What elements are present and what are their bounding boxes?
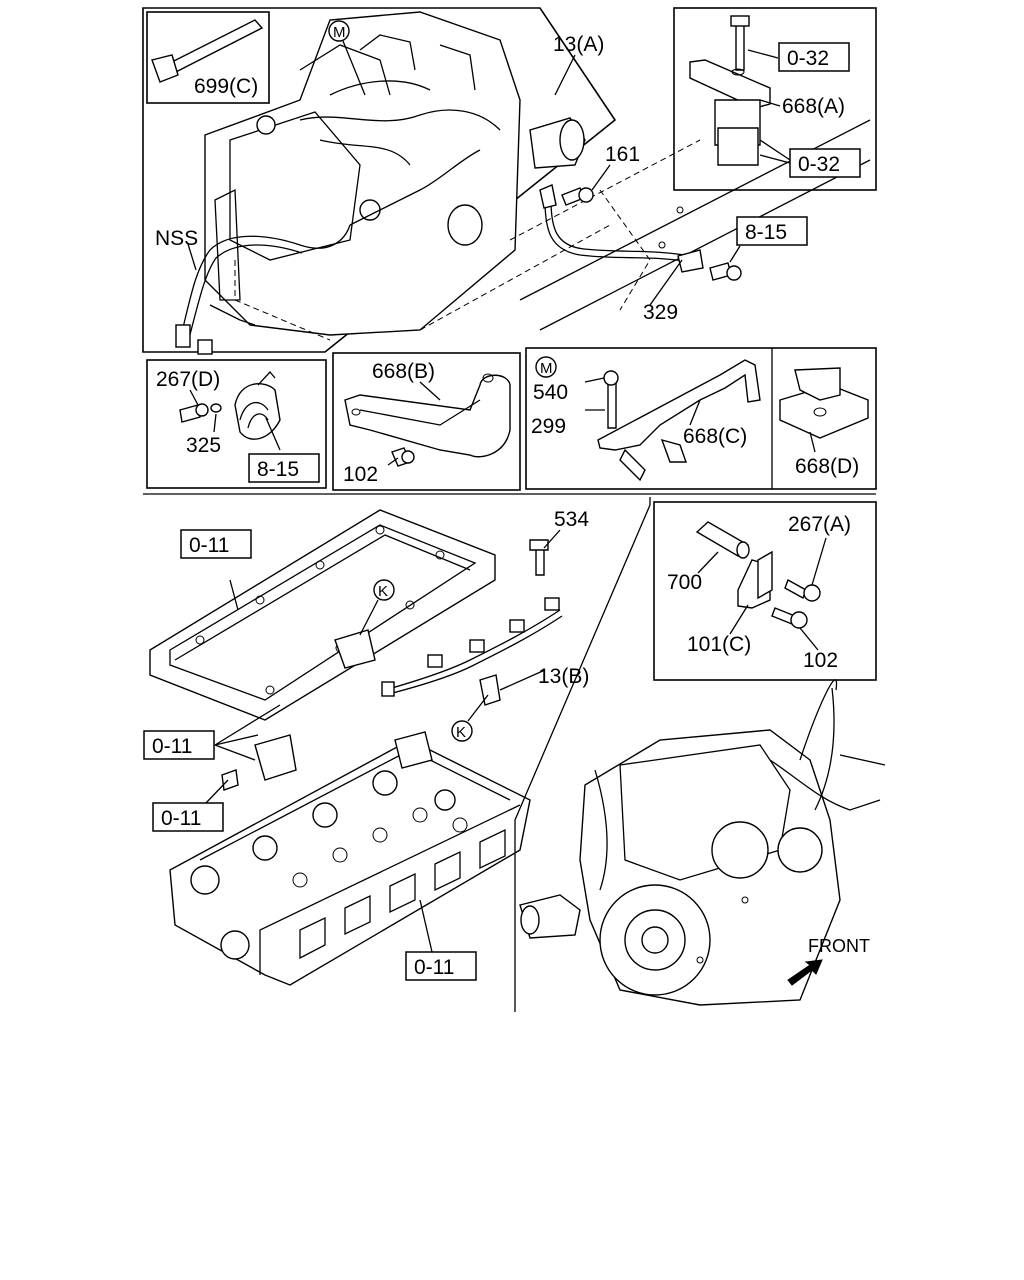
callout-668D: 668(D) [795,455,859,478]
callout-0-11-sensor: 0-11 [161,807,201,830]
callout-13A: 13(A) [553,33,604,56]
callout-267A: 267(A) [788,513,851,536]
callout-M-top: M [333,24,346,41]
callout-K-lower: K [456,724,466,741]
callout-668B: 668(B) [372,360,435,383]
callout-540: 540 [533,381,568,404]
callout-0-11-cover: 0-11 [189,534,229,557]
callout-102-mid: 102 [343,463,378,486]
callout-534: 534 [554,508,589,531]
callout-0-11-gasket: 0-11 [152,735,192,758]
callout-K-upper: K [378,583,388,600]
callout-labels: 699(C) M 13(A) 0-32 668(A) 0-32 161 NSS … [143,24,870,981]
callout-0-32-b: 0-32 [798,153,840,176]
callout-8-15-top: 8-15 [745,221,787,244]
callout-267D: 267(D) [156,368,220,391]
inset-668C [525,347,877,490]
callout-M-mid: M [540,360,553,377]
callout-13B: 13(B) [538,665,589,688]
callout-8-15-mid: 8-15 [257,458,299,481]
callout-299: 299 [531,415,566,438]
callout-161: 161 [605,143,640,166]
cylinder-head-assembly [149,509,563,986]
callout-NSS: NSS [155,227,198,250]
callout-325: 325 [186,434,221,457]
engine-overview [514,497,886,1012]
callout-329: 329 [643,301,678,324]
inset-668B [332,352,521,491]
callout-102-bottom: 102 [803,649,838,672]
callout-699C: 699(C) [194,75,258,98]
callout-700: 700 [667,571,702,594]
callout-668A: 668(A) [782,95,845,118]
callout-front: FRONT [808,936,870,956]
engine-harness-panel [142,7,871,355]
callout-0-32-a: 0-32 [787,47,829,70]
inset-668A [673,7,877,191]
callout-0-11-head: 0-11 [414,956,454,979]
front-arrow-icon [787,959,823,986]
callout-668C: 668(C) [683,425,747,448]
callout-101C: 101(C) [687,633,751,656]
inset-267D [146,359,327,489]
inset-699C [146,11,270,104]
inset-700 [653,501,877,681]
